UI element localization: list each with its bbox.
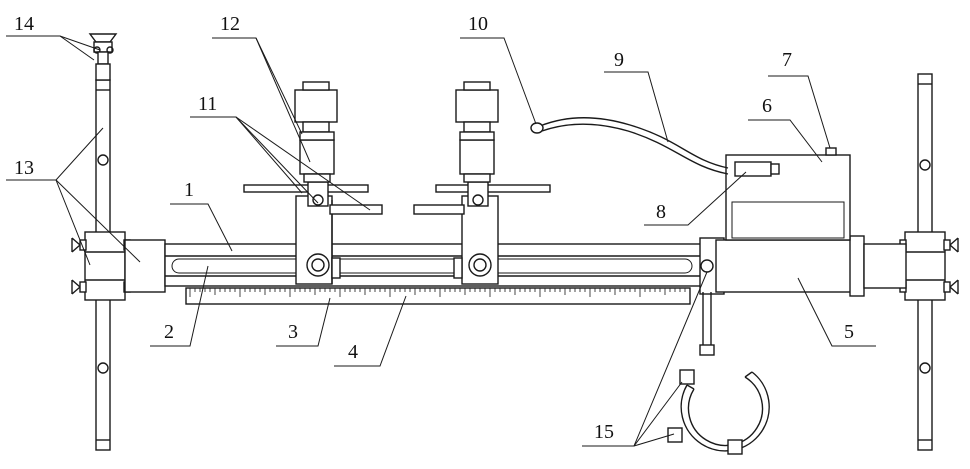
label-8: 8 bbox=[656, 201, 666, 223]
label-11: 11 bbox=[198, 93, 217, 115]
right-support-column bbox=[900, 74, 958, 450]
scale-ruler bbox=[186, 288, 690, 304]
label-9: 9 bbox=[614, 49, 624, 71]
label-10: 10 bbox=[468, 13, 488, 35]
left-support-column bbox=[72, 80, 130, 450]
top-cap-assembly bbox=[90, 34, 116, 80]
ring-clamp bbox=[668, 292, 769, 454]
label-15: 15 bbox=[594, 421, 614, 443]
label-12: 12 bbox=[220, 13, 240, 35]
label-13: 13 bbox=[14, 157, 34, 179]
label-14: 14 bbox=[14, 13, 34, 35]
label-2: 2 bbox=[164, 321, 174, 343]
sensor-cable bbox=[531, 118, 728, 174]
main-rail bbox=[125, 240, 710, 292]
label-3: 3 bbox=[288, 321, 298, 343]
label-5: 5 bbox=[844, 321, 854, 343]
label-4: 4 bbox=[348, 341, 358, 363]
label-1: 1 bbox=[184, 179, 194, 201]
label-6: 6 bbox=[762, 95, 772, 117]
control-box bbox=[726, 148, 850, 240]
label-7: 7 bbox=[782, 49, 792, 71]
